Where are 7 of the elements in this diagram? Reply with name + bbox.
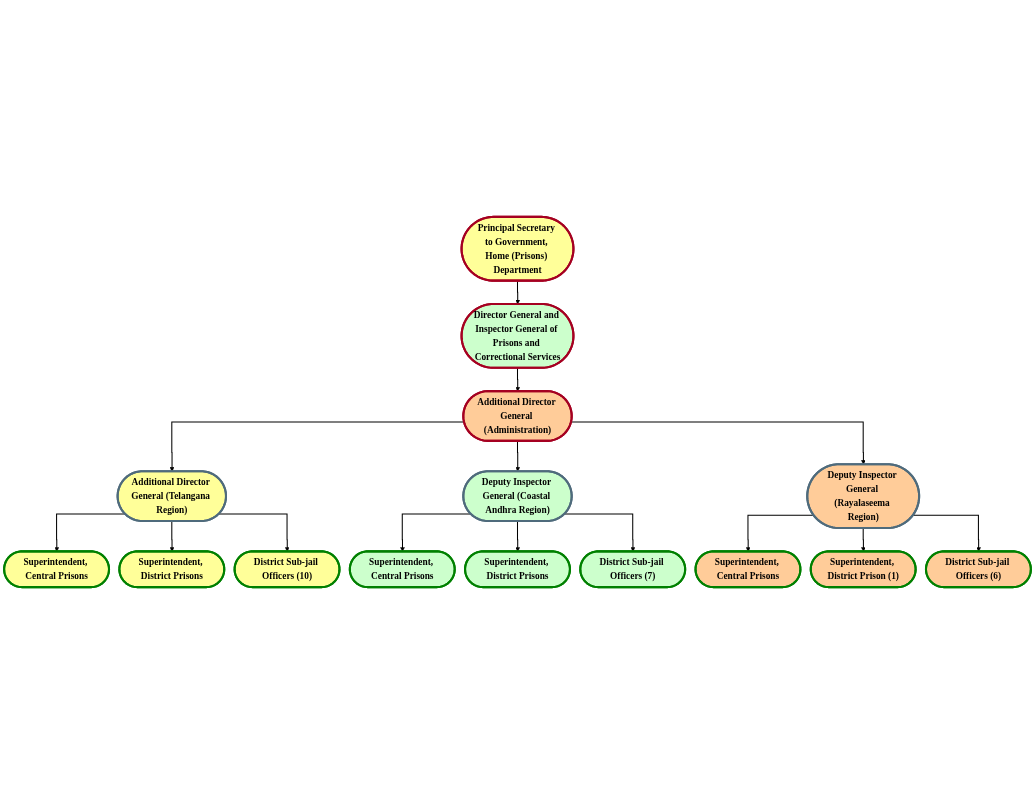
arrow — [564, 513, 636, 552]
arrow — [400, 513, 472, 552]
arrow — [218, 513, 290, 552]
arrow — [54, 513, 126, 552]
arrow — [515, 440, 520, 472]
arrow — [570, 421, 866, 465]
arrow — [515, 367, 520, 392]
